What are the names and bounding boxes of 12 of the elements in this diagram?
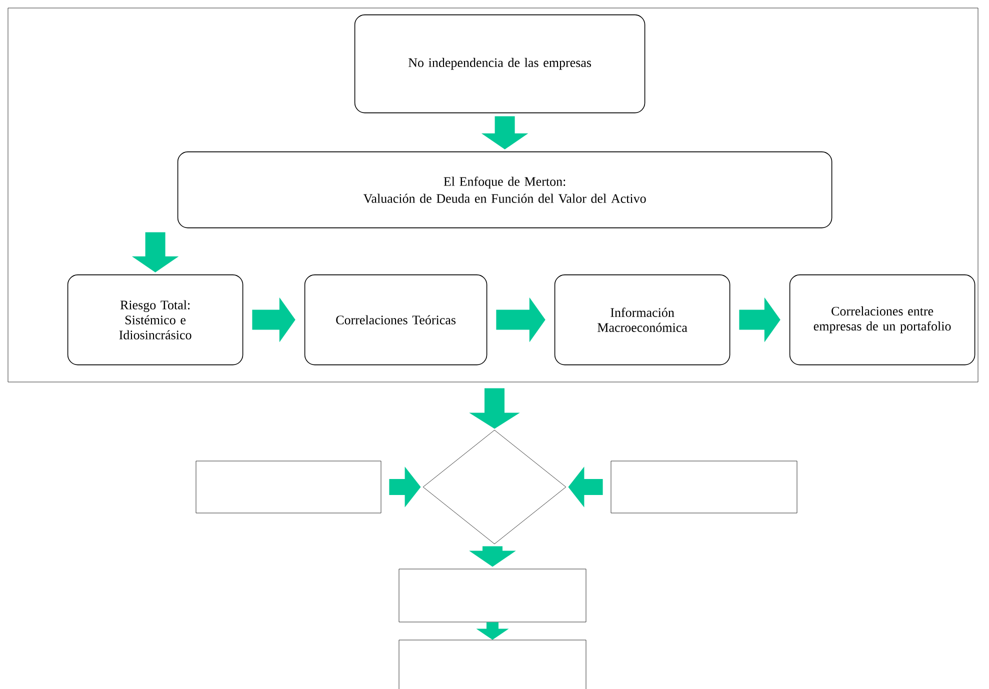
process-box: Riesgo Total: Sistémico e Idiosincrásico bbox=[67, 274, 244, 366]
process-box: El Enfoque de Merton: Valuación de Deuda en Función del Valor del Activo bbox=[177, 151, 832, 228]
frame-box bbox=[8, 8, 978, 382]
decision-diamond bbox=[422, 430, 566, 544]
empty-box bbox=[196, 460, 382, 514]
empty-box bbox=[610, 460, 798, 514]
process-box: No independencia de las empresas bbox=[354, 14, 646, 114]
empty-box bbox=[398, 640, 586, 689]
empty-box bbox=[398, 568, 586, 622]
process-box: Correlaciones entre empresas de un portafolio bbox=[789, 274, 976, 366]
process-box: Información Macroeconómica bbox=[554, 274, 730, 366]
process-box: Correlaciones Teóricas bbox=[304, 274, 488, 366]
